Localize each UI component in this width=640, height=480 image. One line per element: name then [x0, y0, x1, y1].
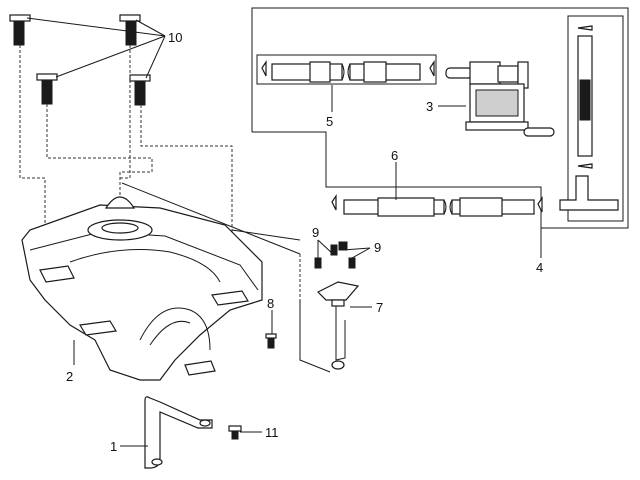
- callout-9-left: 9: [312, 225, 319, 240]
- part-4-tube-assembly: [559, 15, 624, 222]
- callout-8: 8: [267, 296, 274, 311]
- bolt-10-top-middle: [119, 14, 141, 46]
- callout-9-right: 9: [374, 240, 381, 255]
- bolt-11: [228, 425, 242, 440]
- callout-7: 7: [376, 300, 383, 315]
- callout-11: 11: [265, 425, 279, 440]
- part-2-tank: [21, 196, 263, 381]
- callout-4: 4: [536, 260, 543, 275]
- bolt-10-top-left: [9, 14, 31, 46]
- callout-10: 10: [168, 30, 182, 45]
- part-1-bracket: [144, 396, 213, 469]
- bolt-8: [265, 333, 277, 349]
- callout-6: 6: [391, 148, 398, 163]
- screws-9: [314, 241, 356, 269]
- part-3-valve: [445, 61, 555, 137]
- callout-2: 2: [66, 369, 73, 384]
- callout-3: 3: [426, 99, 433, 114]
- callout-1: 1: [110, 439, 117, 454]
- part-5-rod-assembly: [256, 54, 437, 85]
- leader-lines: [26, 17, 542, 447]
- part-7-sender: [316, 281, 360, 370]
- callout-labels: 1 2 3 4 5 6 7 8 9 9 10 11: [66, 30, 543, 454]
- bolt-10-lower-left: [36, 73, 58, 105]
- callout-5: 5: [326, 114, 333, 129]
- part-6-long-rod: [331, 194, 543, 217]
- tank-to-sender-lines: [121, 182, 331, 373]
- inset-frame: [251, 7, 629, 229]
- bolt-10-lower-right: [129, 74, 151, 106]
